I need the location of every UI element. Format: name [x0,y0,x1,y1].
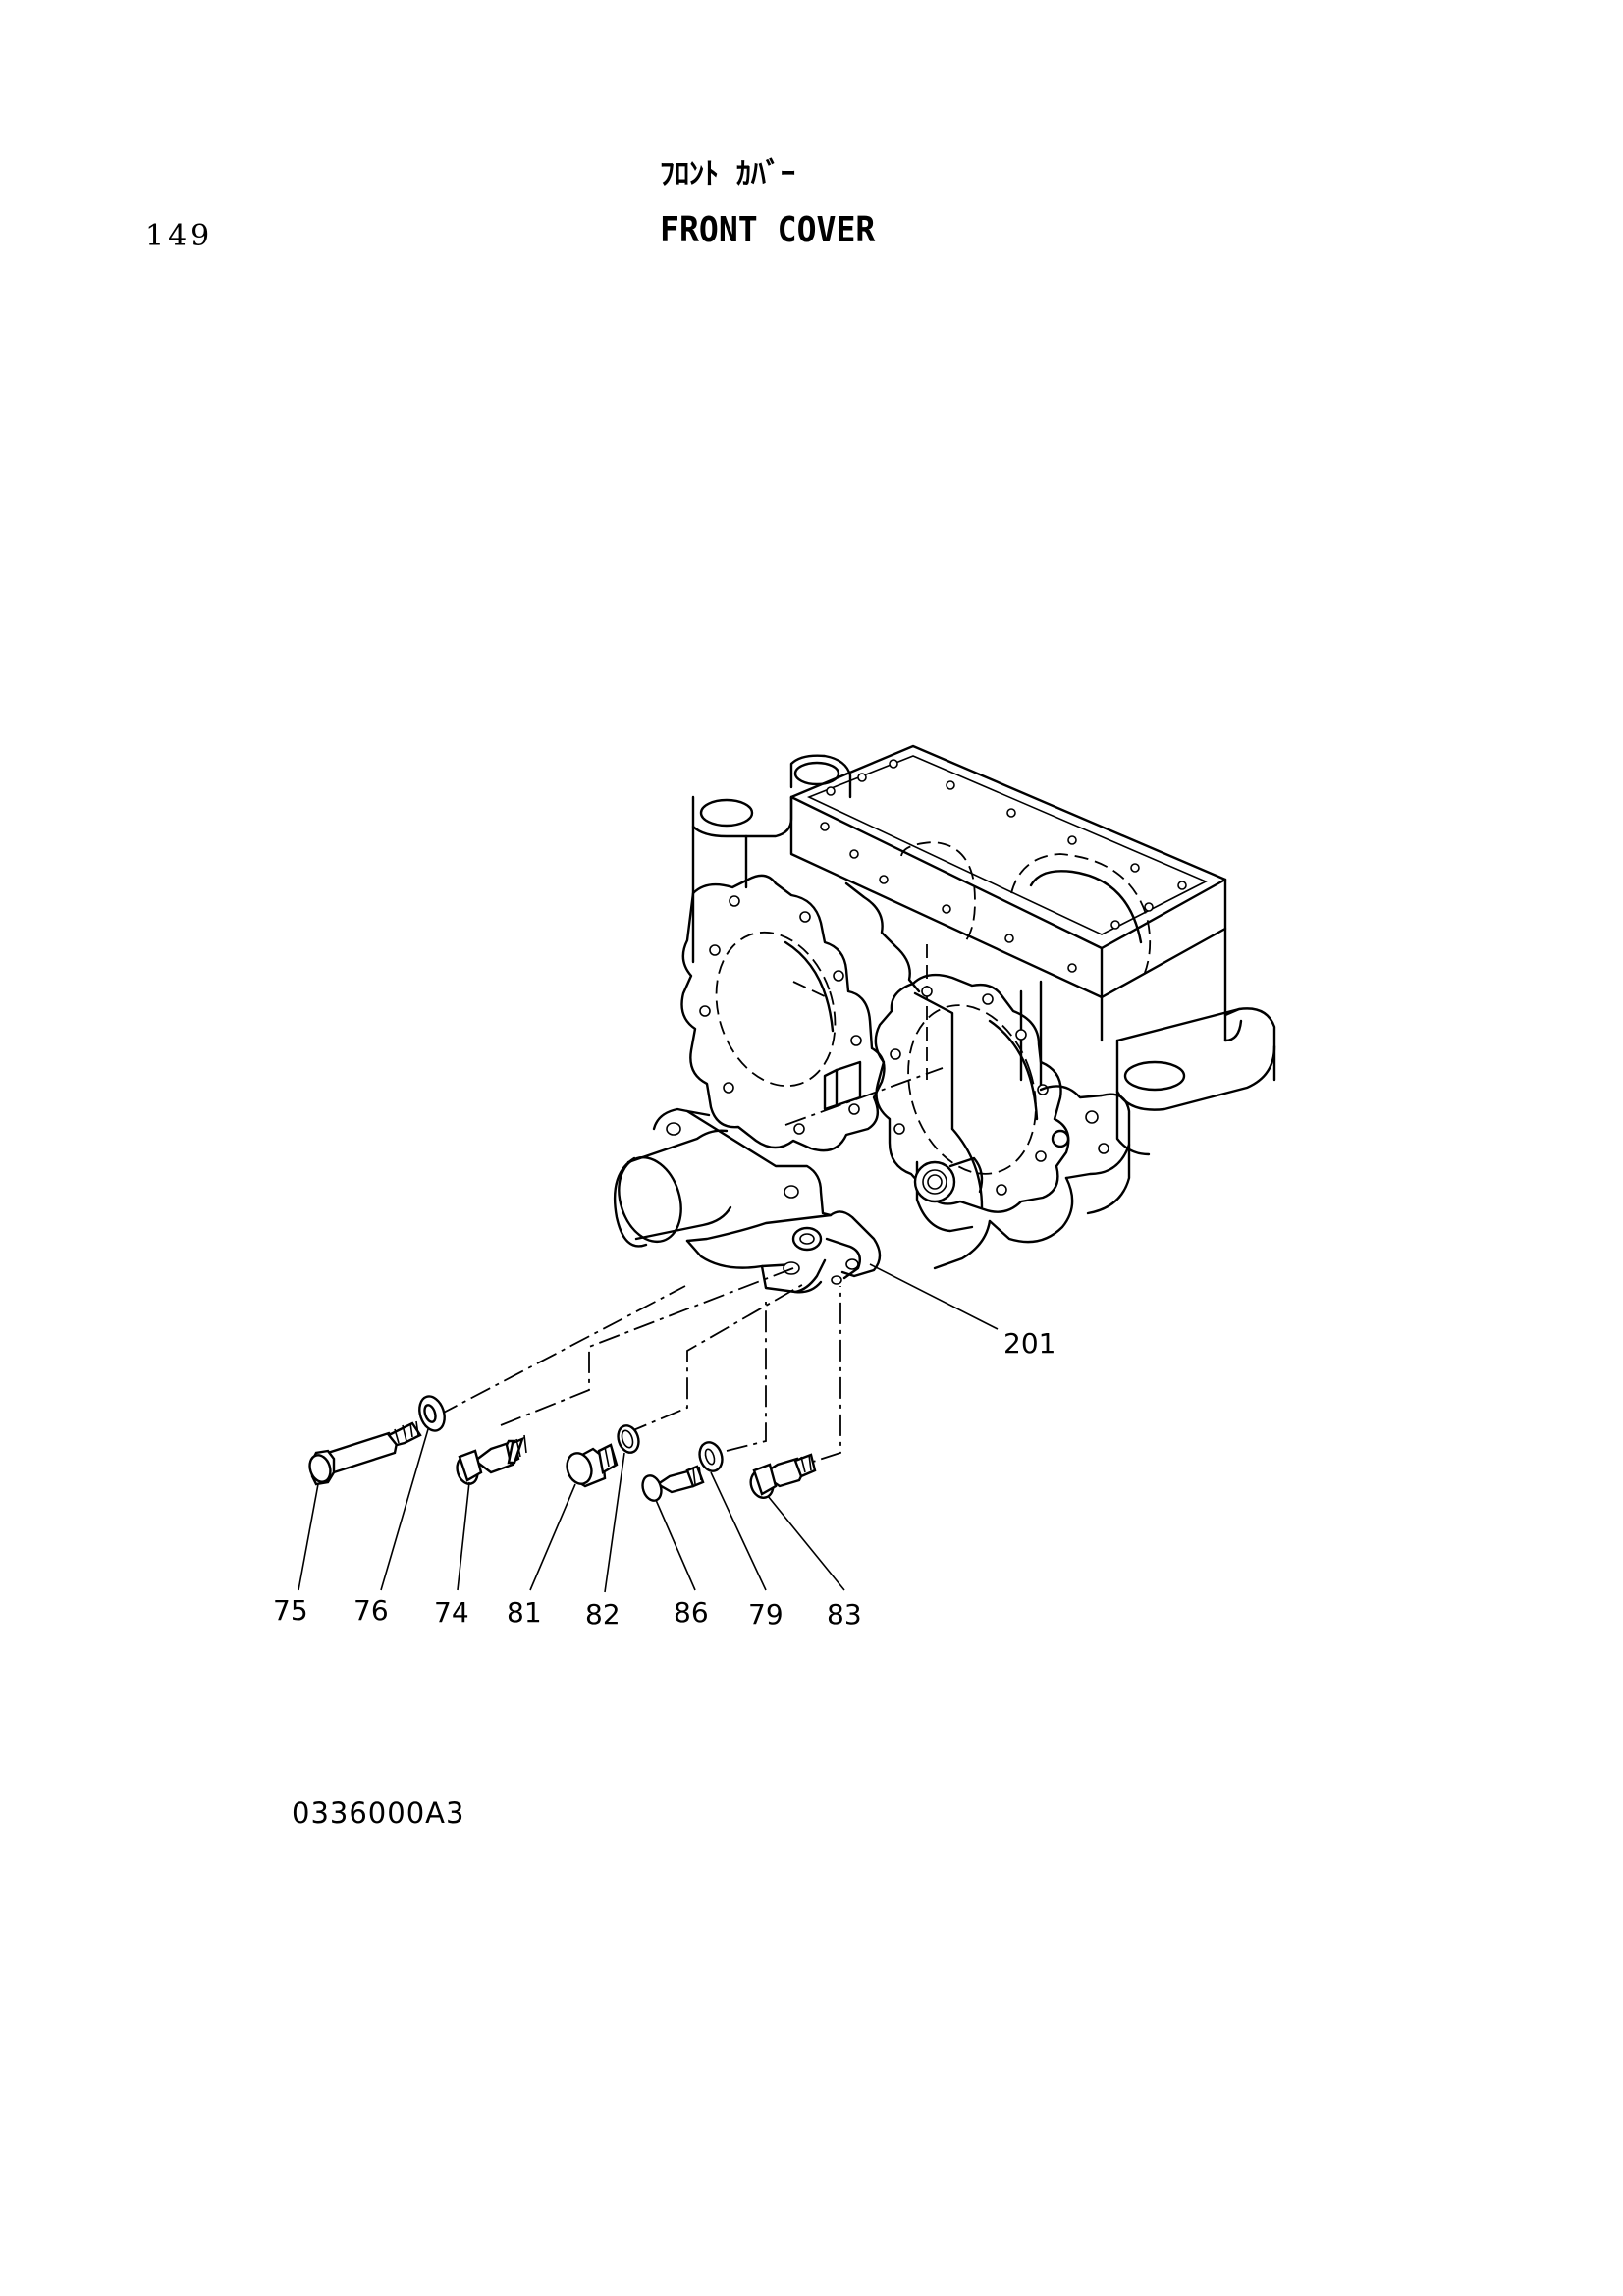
part-75-long-bolt [308,1420,422,1486]
part-86-bolt [641,1465,705,1502]
part-79-washer [698,1441,724,1472]
callout-81: 81 [507,1596,542,1629]
gear-housing [680,744,1276,1270]
callout-82: 82 [585,1598,621,1630]
callout-83: 83 [827,1598,862,1630]
part-83-flange-bolt [749,1453,817,1499]
part-81-plug [566,1443,619,1488]
callout-201: 201 [1003,1327,1055,1360]
assembly-centerline [784,1067,944,1126]
part-82-o-ring [617,1424,640,1454]
front-cover-part [613,1107,882,1294]
page-title: FRONT COVER [660,210,876,250]
callout-75: 75 [273,1594,308,1627]
callout-86: 86 [674,1596,709,1629]
page-number: 149 [145,219,214,253]
part-76-washer [418,1395,446,1432]
drawing-code: 0336000A3 [292,1796,465,1830]
callout-74: 74 [434,1596,469,1629]
callout-76: 76 [353,1594,389,1627]
part-74-flange-bolt [456,1434,527,1485]
callout-79: 79 [748,1598,784,1630]
callout-leaders [298,1263,999,1593]
page-title-japanese: ﾌﾛﾝﾄ ｶﾊﾞｰ [660,157,796,191]
